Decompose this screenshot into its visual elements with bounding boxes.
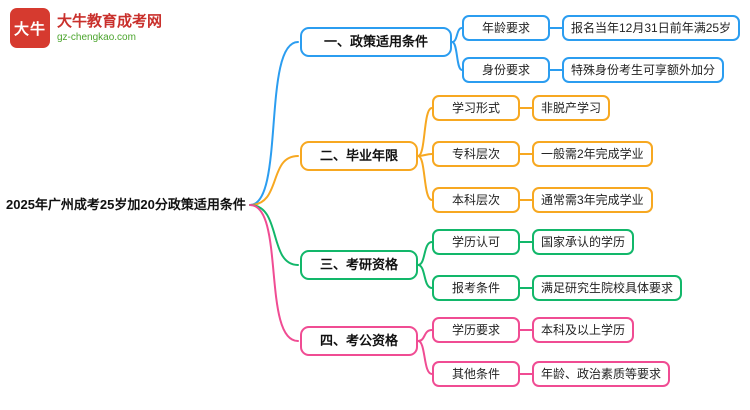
connector-branch2-child3 [417,155,433,201]
branch-node-civil-service-eligibility: 四、考公资格 [300,326,418,356]
root-topic: 2025年广州成考25岁加20分政策适用条件 [6,197,246,212]
connector-branch4-child2 [417,340,433,375]
child-value: 国家承认的学历 [532,229,635,255]
site-logo: 大牛 大牛教育成考网 gz-chengkao.com [10,8,162,48]
child-label: 本科层次 [432,187,520,213]
site-url: gz-chengkao.com [57,31,136,43]
child-label: 学习形式 [432,95,520,121]
connector-root-branch4 [249,204,299,342]
connector-branch3-child2 [417,264,433,289]
child-value: 一般需2年完成学业 [532,141,653,167]
logo-text-block: 大牛教育成考网 gz-chengkao.com [57,13,162,44]
connector-root-branch1 [249,41,299,206]
child-label: 年龄要求 [462,15,550,41]
child-value: 特殊身份考生可享额外加分 [562,57,725,83]
connector-root-branch2 [249,155,299,206]
child-value: 年龄、政治素质等要求 [532,361,671,387]
branch-node-graduation-years: 二、毕业年限 [300,141,418,171]
child-value: 通常需3年完成学业 [532,187,653,213]
connector-root-branch3 [249,204,299,266]
logo-icon: 大牛 [10,8,50,48]
child-label: 学历要求 [432,317,520,343]
connector-branch1-child2 [451,41,463,71]
child-label: 其他条件 [432,361,520,387]
child-label: 报考条件 [432,275,520,301]
child-value: 非脱产学习 [532,95,611,121]
branch-node-postgrad-eligibility: 三、考研资格 [300,250,418,280]
connector-branch3-child1 [417,241,433,266]
child-value: 报名当年12月31日前年满25岁 [562,15,741,41]
child-value: 满足研究生院校具体要求 [532,275,683,301]
child-label: 专科层次 [432,141,520,167]
branch-node-policy-conditions: 一、政策适用条件 [300,27,452,57]
child-label: 学历认可 [432,229,520,255]
connector-branch2-child1 [417,107,433,157]
connector-branch1-child1 [451,27,463,43]
child-label: 身份要求 [462,57,550,83]
site-name: 大牛教育成考网 [57,12,163,30]
child-value: 本科及以上学历 [532,317,635,343]
connector-branch4-child1 [417,329,433,342]
